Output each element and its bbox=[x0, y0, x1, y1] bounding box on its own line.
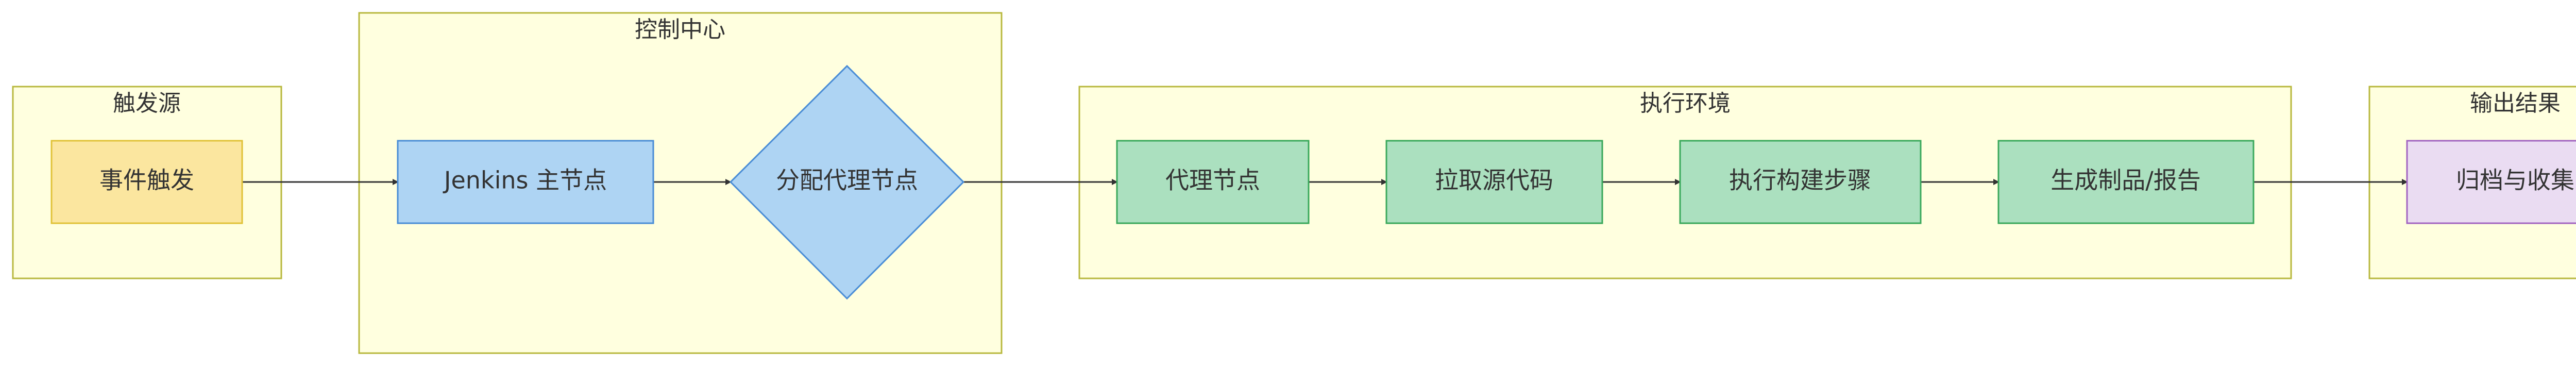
node-event-trigger-label: 事件触发 bbox=[99, 167, 194, 194]
node-jenkins-master-shape bbox=[397, 140, 654, 224]
node-event-trigger-shape bbox=[50, 140, 243, 224]
node-artifacts-report-label: 生成制品/报告 bbox=[2050, 167, 2201, 194]
node-build-steps: 执行构建步骤 bbox=[1679, 140, 1922, 224]
node-archive-collect-label: 归档与收集 bbox=[2456, 167, 2574, 194]
node-artifacts-report: 生成制品/报告 bbox=[1997, 140, 2255, 224]
node-pull-source: 拉取源代码 bbox=[1385, 140, 1603, 224]
node-pull-source-label: 拉取源代码 bbox=[1435, 167, 1553, 194]
node-build-steps-label: 执行构建步骤 bbox=[1729, 167, 1871, 194]
node-agent: 代理节点 bbox=[1116, 140, 1310, 224]
node-agent-label: 代理节点 bbox=[1165, 167, 1260, 194]
node-archive-collect-shape bbox=[2406, 140, 2576, 224]
node-assign-agent-shape bbox=[729, 64, 965, 300]
node-agent-shape bbox=[1116, 140, 1310, 224]
node-archive-collect: 归档与收集 bbox=[2406, 140, 2576, 224]
node-artifacts-report-shape bbox=[1997, 140, 2255, 224]
group-output-label: 输出结果 bbox=[2470, 90, 2561, 117]
group-control-center-label: 控制中心 bbox=[635, 16, 725, 43]
node-jenkins-master: Jenkins 主节点 bbox=[397, 140, 654, 224]
node-assign-agent: 分配代理节点 bbox=[729, 64, 965, 300]
group-trigger-source-label: 触发源 bbox=[113, 90, 181, 117]
node-jenkins-master-label: Jenkins 主节点 bbox=[443, 167, 607, 194]
node-event-trigger: 事件触发 bbox=[50, 140, 243, 224]
node-assign-agent-label: 分配代理节点 bbox=[776, 167, 918, 194]
node-pull-source-shape bbox=[1385, 140, 1603, 224]
node-build-steps-shape bbox=[1679, 140, 1922, 224]
group-execution-env-label: 执行环境 bbox=[1640, 90, 1731, 117]
